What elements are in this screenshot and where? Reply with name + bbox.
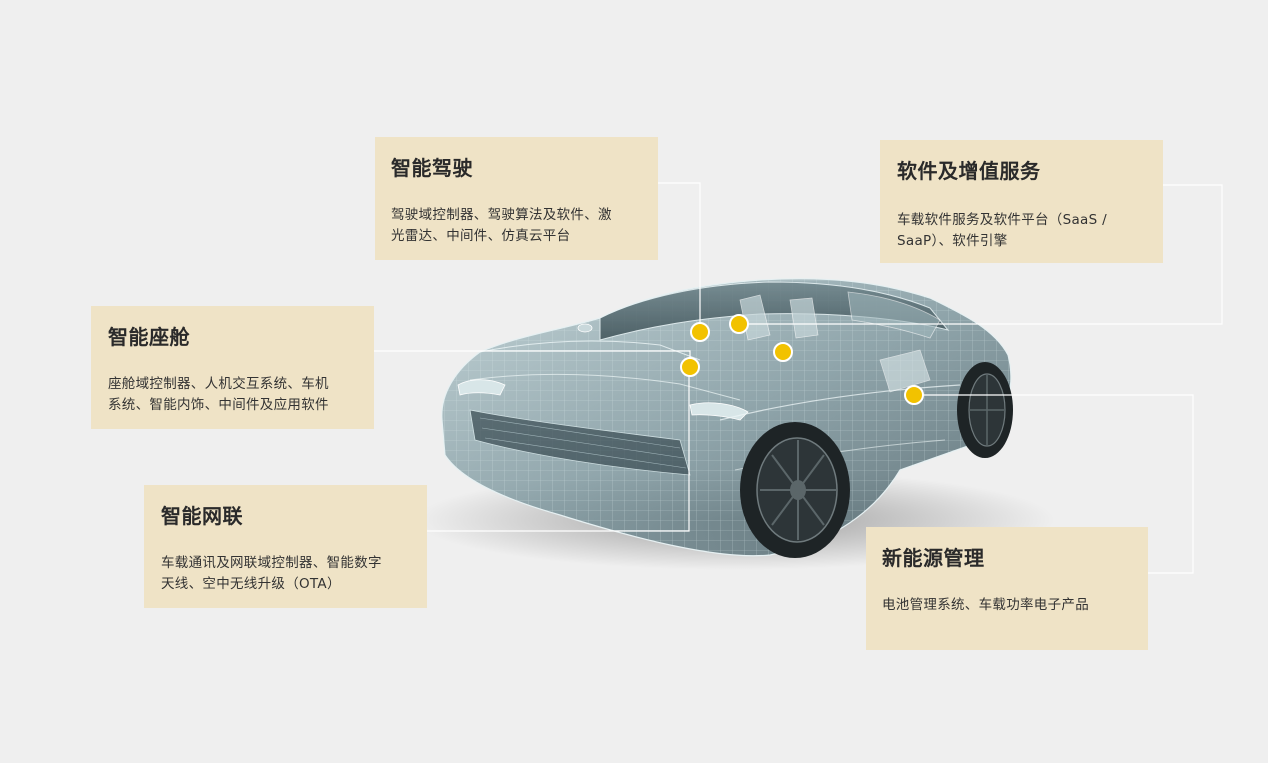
card-title: 智能驾驶 [391,156,473,180]
car-rear-wheel [957,362,1013,458]
card-software-services: 软件及增值服务 车载软件服务及软件平台（SaaS / SaaP）、软件引擎 [880,140,1163,263]
card-autonomous-driving: 智能驾驶 驾驶域控制器、驾驶算法及软件、激 光雷达、中间件、仿真云平台 [375,137,658,260]
card-smart-cockpit: 智能座舱 座舱域控制器、人机交互系统、车机 系统、智能内饰、中间件及应用软件 [91,306,374,429]
card-description: 座舱域控制器、人机交互系统、车机 系统、智能内饰、中间件及应用软件 [108,374,329,416]
card-description-line: 天线、空中无线升级（OTA） [161,576,341,592]
card-description-line: 电池管理系统、车载功率电子产品 [882,597,1089,613]
card-description-line: 光雷达、中间件、仿真云平台 [391,228,571,244]
card-new-energy: 新能源管理 电池管理系统、车载功率电子产品 [866,527,1148,650]
car-headlight [457,379,506,396]
card-title: 新能源管理 [882,546,985,570]
card-description: 驾驶域控制器、驾驶算法及软件、激 光雷达、中间件、仿真云平台 [391,205,612,247]
card-description-line: SaaP）、软件引擎 [897,233,1008,249]
card-title: 软件及增值服务 [897,159,1041,183]
card-description-line: 系统、智能内饰、中间件及应用软件 [108,397,329,413]
card-description-line: 车载通讯及网联域控制器、智能数字 [161,555,382,571]
card-title: 智能座舱 [108,325,190,349]
card-description: 车载软件服务及软件平台（SaaS / SaaP）、软件引擎 [897,210,1107,252]
card-description-line: 车载软件服务及软件平台（SaaS / [897,212,1107,228]
car-mirror [577,323,593,333]
card-description-line: 驾驶域控制器、驾驶算法及软件、激 [391,207,612,223]
card-description-line: 座舱域控制器、人机交互系统、车机 [108,376,329,392]
card-title: 智能网联 [161,504,243,528]
car-front-wheel [740,422,850,558]
card-description: 电池管理系统、车载功率电子产品 [882,595,1089,616]
card-description: 车载通讯及网联域控制器、智能数字 天线、空中无线升级（OTA） [161,553,382,595]
card-connectivity: 智能网联 车载通讯及网联域控制器、智能数字 天线、空中无线升级（OTA） [144,485,427,608]
